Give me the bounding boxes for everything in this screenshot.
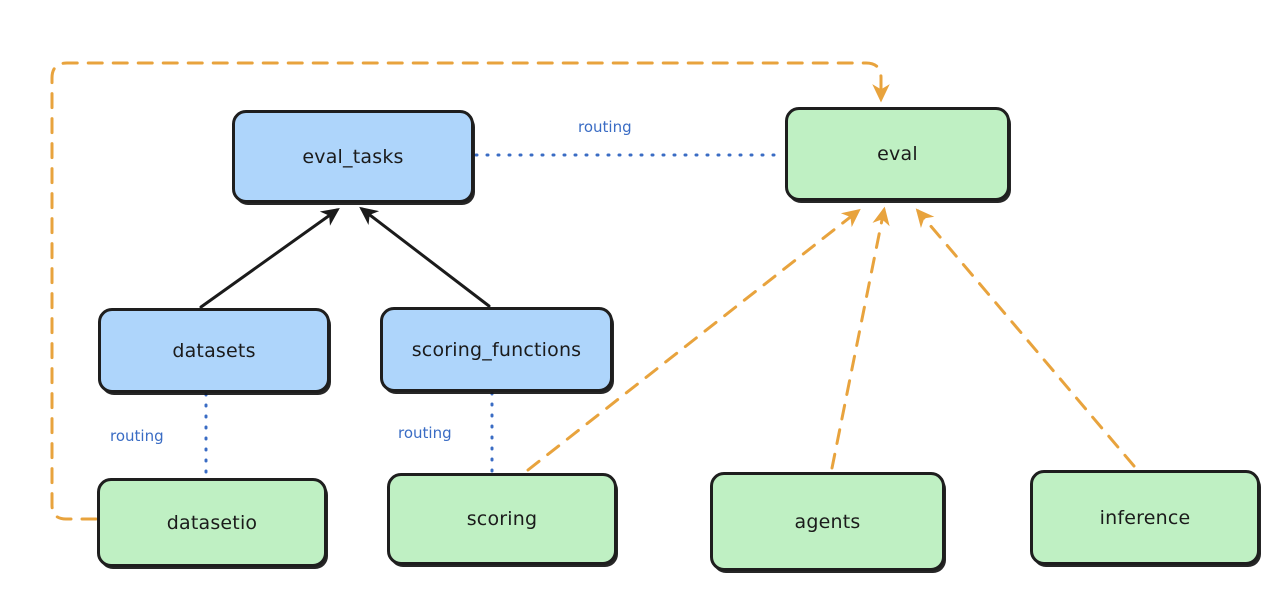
- edge-datasets-eval_tasks: [199, 207, 340, 309]
- edge-datasetio-eval: [50, 61, 890, 521]
- edge-agents-eval: [830, 206, 890, 470]
- edge-scoring_functions-eval_tasks: [359, 206, 491, 308]
- node-eval[interactable]: eval: [785, 107, 1010, 201]
- edge-inference-eval: [915, 208, 1136, 468]
- node-agents[interactable]: agents: [710, 472, 945, 571]
- node-eval-tasks[interactable]: eval_tasks: [232, 110, 474, 203]
- edge-label-routing-datasets-datasetio: routing: [110, 427, 164, 445]
- node-label-inference: inference: [1099, 506, 1191, 529]
- node-datasetio[interactable]: datasetio: [97, 478, 327, 567]
- node-label-scoring-functions: scoring_functions: [411, 338, 582, 361]
- node-scoring[interactable]: scoring: [387, 473, 617, 565]
- node-inference[interactable]: inference: [1030, 470, 1260, 565]
- node-label-eval-tasks: eval_tasks: [302, 145, 404, 168]
- node-label-scoring: scoring: [466, 508, 538, 530]
- node-datasets[interactable]: datasets: [98, 308, 330, 393]
- node-scoring-functions[interactable]: scoring_functions: [380, 307, 613, 392]
- edge-label-routing-scoring-functions-scoring: routing: [398, 424, 452, 442]
- node-label-datasets: datasets: [172, 339, 256, 362]
- node-label-agents: agents: [794, 510, 861, 533]
- node-label-datasetio: datasetio: [166, 511, 258, 534]
- edge-label-routing-eval-tasks-eval: routing: [578, 118, 632, 136]
- node-label-eval: eval: [877, 143, 918, 165]
- edge-scoring-eval: [526, 208, 861, 472]
